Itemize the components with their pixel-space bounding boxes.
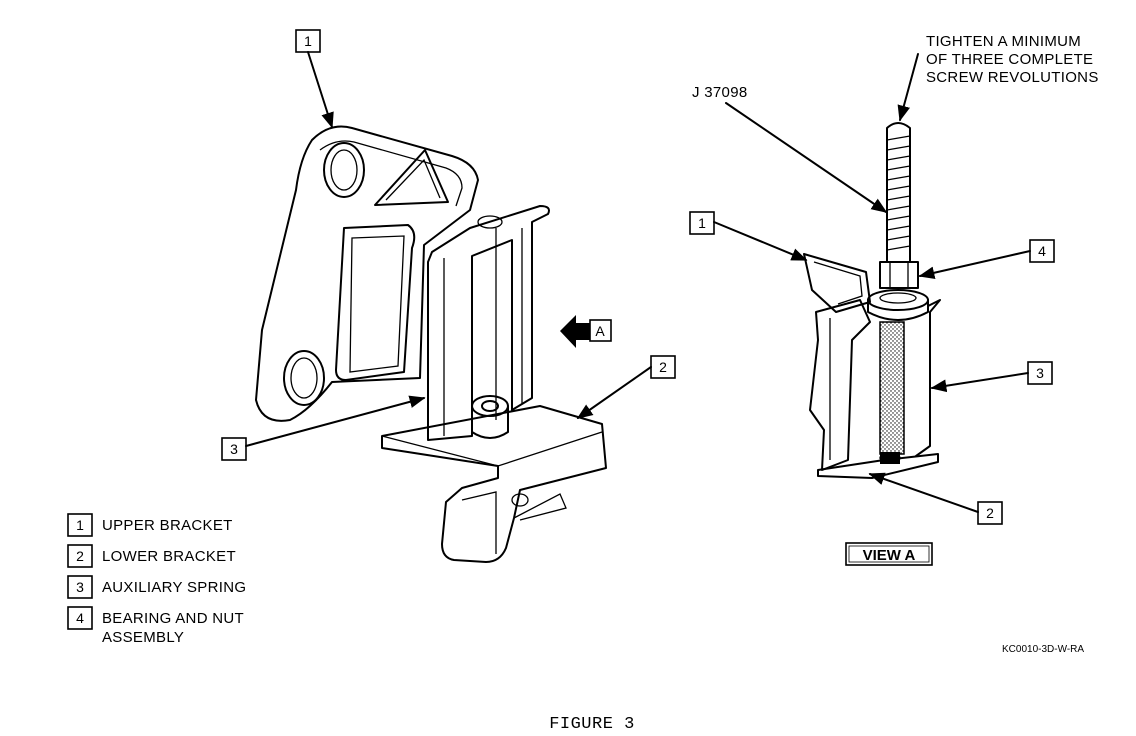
view-a-callout-1-number: 1 <box>698 215 706 231</box>
weld-nut <box>471 395 509 417</box>
legend-item-1-number: 1 <box>76 517 84 533</box>
view-a-callout-2-number: 2 <box>986 505 994 521</box>
view-a-callout-3-number: 3 <box>1036 365 1044 381</box>
legend: 1 UPPER BRACKET 2 LOWER BRACKET 3 AUXILI… <box>67 513 246 646</box>
view-a-drawing: J 37098 TIGHTEN A MINIMUM OF THREE COMPL… <box>689 33 1099 566</box>
view-a-upper-bracket <box>803 253 871 313</box>
figure-caption: FIGURE 3 <box>549 715 635 734</box>
callout-2-number: 2 <box>659 359 667 375</box>
legend-item-2-box <box>67 544 93 568</box>
auxiliary-spring <box>427 205 550 441</box>
legend-item-1-box <box>67 513 93 537</box>
main-assembly-drawing: A 1 2 3 <box>221 29 676 563</box>
legend-item-4-box <box>67 606 93 630</box>
tighten-note-line-2: OF THREE COMPLETE <box>926 51 1093 68</box>
lower-bracket <box>381 405 607 563</box>
view-a-arrow-box <box>589 319 612 342</box>
callout-3-box <box>221 437 247 461</box>
tool-screw <box>886 122 911 263</box>
view-a-label-box <box>845 542 933 566</box>
reference-code: KC0010-3D-W-RA <box>1002 644 1084 655</box>
view-a-label: VIEW A <box>863 547 916 564</box>
bearing-nut <box>879 261 919 289</box>
legend-item-3-label: AUXILIARY SPRING <box>102 579 246 596</box>
view-a-arrow-letter: A <box>595 323 605 339</box>
upper-hole <box>323 142 365 198</box>
stud-shaded <box>879 321 905 455</box>
legend-item-4-number: 4 <box>76 610 84 626</box>
legend-item-2-label: LOWER BRACKET <box>102 548 236 565</box>
tighten-note-line-3: SCREW REVOLUTIONS <box>926 69 1099 86</box>
callout-3-number: 3 <box>230 441 238 457</box>
tool-label: J 37098 <box>692 84 747 101</box>
legend-item-1-label: UPPER BRACKET <box>102 517 233 534</box>
lower-hole <box>283 350 325 406</box>
legend-item-4-label-line-2: ASSEMBLY <box>102 629 184 646</box>
legend-item-3-box <box>67 575 93 599</box>
view-a-aux-spring <box>809 299 871 471</box>
tighten-note-line-1: TIGHTEN A MINIMUM <box>926 33 1081 50</box>
legend-item-3-number: 3 <box>76 579 84 595</box>
view-a-lower-bracket <box>817 453 939 479</box>
legend-item-2-number: 2 <box>76 548 84 564</box>
callout-4-number: 4 <box>1038 243 1046 259</box>
callout-1-number: 1 <box>304 33 312 49</box>
view-a-arrow-icon <box>560 315 592 348</box>
legend-item-4-label-line-1: BEARING AND NUT <box>102 610 244 627</box>
